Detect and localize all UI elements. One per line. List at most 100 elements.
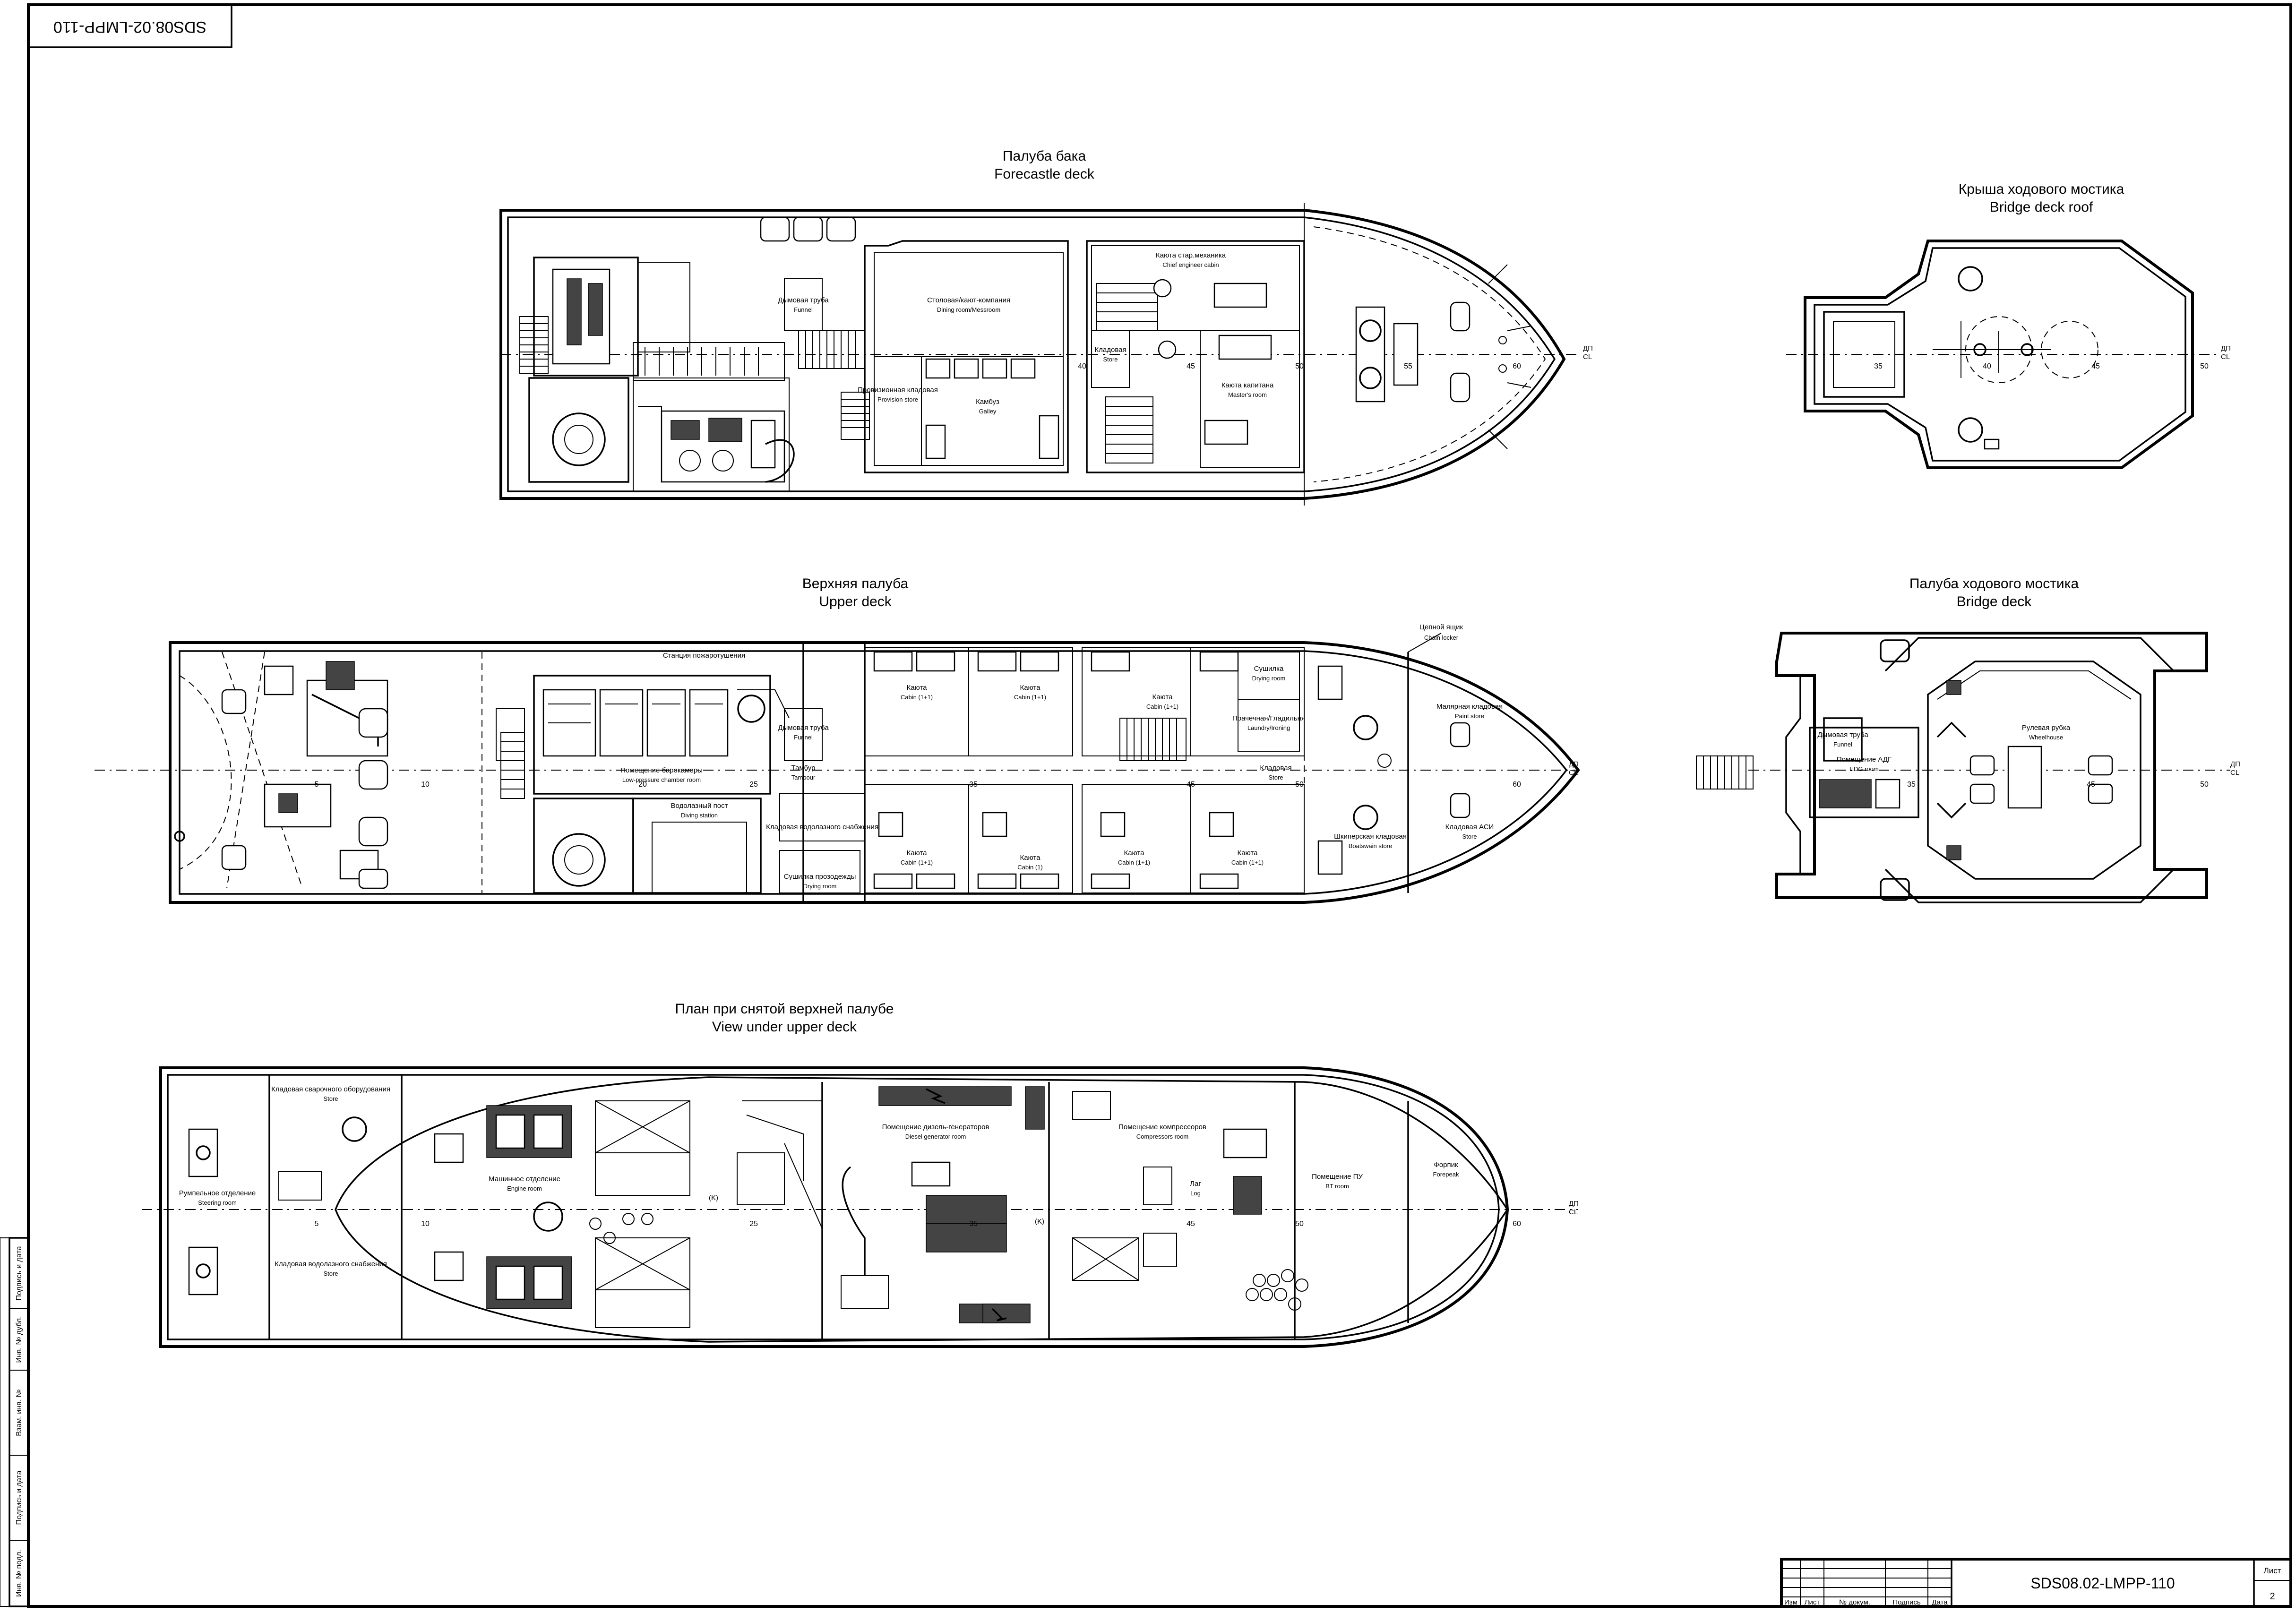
- upper-hyperbaric-ru: Помещение барокамеры: [620, 766, 703, 774]
- side-stamp: Инв. № подл. Подпись и дата Взам. инв. №…: [0, 1237, 29, 1607]
- upper-frame: 35: [969, 781, 978, 789]
- forecastle-cl-ru: ДП: [1583, 344, 1593, 352]
- under-frame: 25: [749, 1220, 758, 1228]
- forecastle-mess-en: Dining room/Messroom: [937, 306, 1000, 313]
- sheet-frame: [27, 3, 2292, 1608]
- upper-frame: 5: [315, 781, 319, 789]
- bridge-edg-ru: Помещение АДГ: [1837, 755, 1892, 764]
- forecastle-title-en: Forecastle deck: [994, 166, 1095, 182]
- forecastle-master-ru: Каюта капитана: [1221, 381, 1274, 389]
- view-bridge-deck: Палуба ходового мостика Bridge deck ДП C…: [1696, 576, 2240, 903]
- upper-title-en: Upper deck: [819, 594, 892, 609]
- bridge-funnel-en: Funnel: [1833, 741, 1852, 748]
- under-log-en: Log: [1190, 1190, 1201, 1197]
- upper-boatswain-ru: Шкиперская кладовая: [1334, 832, 1407, 841]
- view-bridge-deck-roof: Крыша ходового мостика Bridge deck roof …: [1786, 181, 2231, 469]
- title-block-col: № докум.: [1839, 1598, 1870, 1606]
- title-block-col: Подпись: [1892, 1598, 1921, 1606]
- forecastle-frame: 60: [1513, 362, 1521, 370]
- upper-asi-store-en: Store: [1462, 833, 1477, 840]
- bridge-roof-outline: [1804, 240, 2194, 469]
- upper-fire-station: Станция пожаротушения: [663, 652, 745, 660]
- upper-drying2-ru: Сушилка: [1254, 665, 1284, 673]
- upper-frame: 25: [749, 781, 758, 789]
- under-hull: [159, 1066, 1509, 1348]
- bridge-title-en: Bridge deck: [1957, 594, 2032, 609]
- upper-diving-station-ru: Водолазный пост: [671, 802, 728, 810]
- forecastle-cl-en: CL: [1583, 353, 1592, 361]
- under-bt-room-ru: Помещение ПУ: [1312, 1173, 1363, 1181]
- title-block-sheet-number: 2: [2270, 1591, 2275, 1602]
- forecastle-chief-cabin-ru: Каюта стар.механика: [1156, 251, 1226, 259]
- upper-cabin-label: Cabin (1+1): [1146, 703, 1178, 710]
- upper-frame: 50: [1295, 781, 1304, 789]
- under-cl-en: CL: [1569, 1208, 1578, 1216]
- under-steering-en: Steering room: [198, 1199, 237, 1206]
- title-block-col: Дата: [1932, 1598, 1948, 1606]
- under-frame: 5: [315, 1220, 319, 1228]
- under-diving-store-ru: Кладовая водолазного снабжения: [275, 1260, 387, 1268]
- upper-drying-ru: Сушилка прозодежды: [784, 873, 856, 881]
- upper-tambour-ru: Тамбур: [791, 764, 816, 772]
- forecastle-frame: 40: [1078, 362, 1086, 370]
- upper-title-ru: Верхняя палуба: [802, 576, 909, 592]
- under-cl-ru: ДП: [1569, 1200, 1579, 1208]
- under-frame: 35: [969, 1220, 978, 1228]
- bridge-frame: 50: [2200, 781, 2209, 789]
- under-forepeak-en: Forepeak: [1433, 1171, 1459, 1178]
- under-dg-room-en: Diesel generator room: [905, 1133, 966, 1140]
- forecastle-provision-ru: Провизионная кладовая: [858, 386, 938, 394]
- forecastle-title-ru: Палуба бака: [1003, 148, 1086, 164]
- under-frame: 60: [1513, 1220, 1521, 1228]
- forecastle-store-ru: Кладовая: [1094, 346, 1126, 354]
- title-block-col: Лист: [1805, 1598, 1820, 1606]
- upper-cabin-label: Каюта: [1020, 854, 1041, 862]
- forecastle-funnel-en: Funnel: [794, 306, 813, 313]
- bridge-outline: [1775, 632, 2208, 899]
- upper-cabin-label: Каюта: [1124, 849, 1144, 857]
- forecastle-provision-en: Provision store: [877, 396, 918, 403]
- upper-store-en: Store: [1268, 774, 1283, 781]
- view-upper-deck: Верхняя палуба Upper deck ДП CL: [95, 576, 1580, 904]
- upper-drying-en: Drying room: [803, 883, 837, 890]
- bridge-cl-en: CL: [2230, 769, 2239, 777]
- upper-cabin-label: Каюта: [1152, 693, 1173, 701]
- upper-cabin-label: Cabin (1+1): [901, 694, 933, 701]
- bridge-roof-frame: 45: [2091, 362, 2100, 370]
- bridge-roof-frame: 50: [2200, 362, 2209, 370]
- under-frame: 50: [1295, 1220, 1304, 1228]
- under-dg-room-ru: Помещение дизель-генераторов: [882, 1123, 989, 1131]
- upper-tambour-en: Tambour: [791, 774, 816, 781]
- under-welding-store-ru: Кладовая сварочного оборудования: [271, 1085, 390, 1093]
- title-block-col: Изм: [1784, 1598, 1797, 1606]
- forecastle-galley-en: Galley: [979, 408, 997, 415]
- bridge-cl-ru: ДП: [2230, 760, 2240, 768]
- upper-laundry-ru: Прачечная/Гладильня: [1232, 714, 1305, 722]
- under-engine-room-ru: Машинное отделение: [489, 1175, 560, 1183]
- upper-frame: 20: [638, 781, 647, 789]
- forecastle-frame: 45: [1187, 362, 1195, 370]
- under-title-ru: План при снятой верхней палубе: [675, 1001, 894, 1017]
- upper-frame: 60: [1513, 781, 1521, 789]
- upper-paint-store-ru: Малярная кладовая: [1436, 703, 1503, 711]
- upper-cabin-label: Каюта: [1020, 684, 1041, 692]
- upper-cabin-label: Каюта: [1237, 849, 1258, 857]
- upper-diving-station-en: Diving station: [681, 812, 718, 819]
- bridge-roof-cl-ru: ДП: [2221, 344, 2231, 352]
- view-under-upper-deck: План при снятой верхней палубе View unde…: [142, 1001, 1579, 1348]
- view-forecastle-deck: Палуба бака Forecastle deck ДП CL: [499, 148, 1593, 506]
- forecastle-hull: [499, 209, 1566, 500]
- upper-paint-store-en: Paint store: [1455, 712, 1484, 720]
- bridge-wheelhouse-en: Wheelhouse: [2029, 734, 2063, 741]
- forecastle-galley-ru: Камбуз: [976, 398, 999, 406]
- bridge-funnel-ru: Дымовая труба: [1817, 731, 1868, 739]
- side-stamp-field: Взам. инв. №: [15, 1389, 23, 1436]
- upper-laundry-en: Laundry/Ironing: [1247, 724, 1290, 731]
- title-block-sheet-label: Лист: [2264, 1566, 2281, 1575]
- forecastle-master-en: Master's room: [1228, 391, 1267, 398]
- under-welding-store-en: Store: [323, 1095, 338, 1102]
- bridge-roof-title-en: Bridge deck roof: [1990, 199, 2093, 215]
- under-steering-ru: Румпельное отделение: [179, 1189, 256, 1197]
- forecastle-chief-cabin-en: Chief engineer cabin: [1162, 261, 1219, 268]
